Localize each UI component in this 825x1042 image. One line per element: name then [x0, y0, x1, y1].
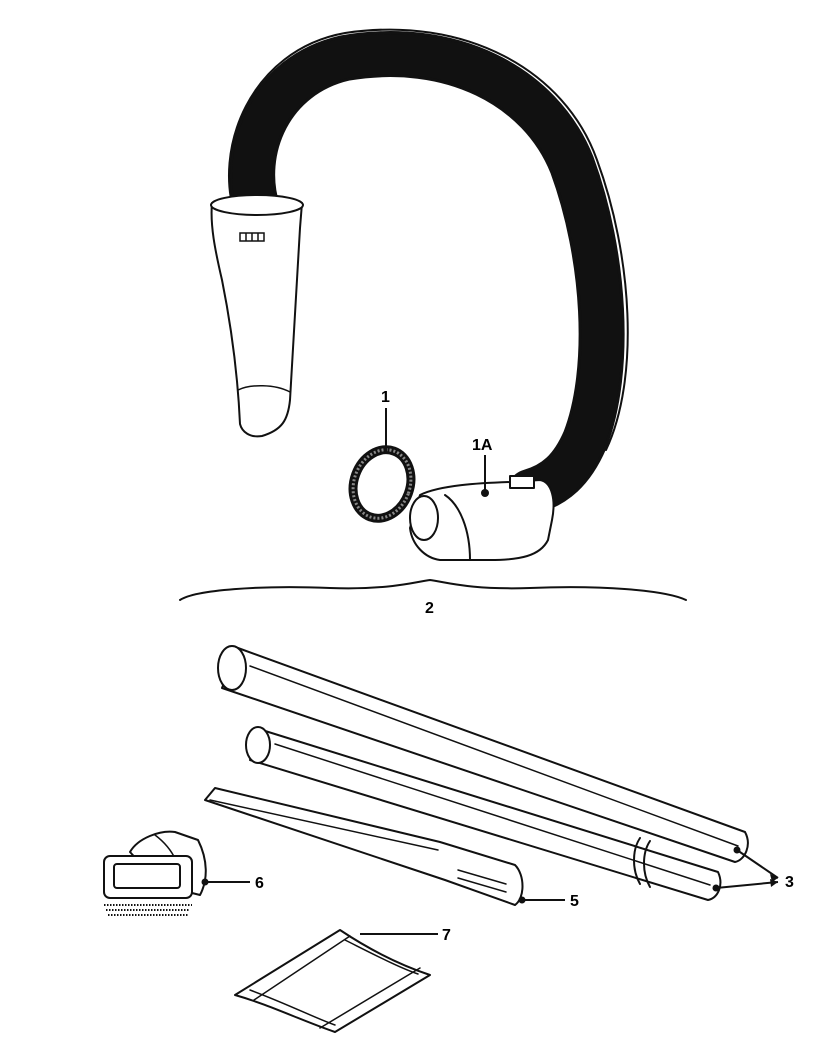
- label-1a: 1A: [472, 437, 493, 454]
- crevice-tool: [204, 787, 524, 906]
- extension-wand-upper: [217, 645, 749, 863]
- dusting-brush: [103, 830, 207, 916]
- leader-line-3a: [736, 849, 779, 879]
- label-1: 1: [381, 389, 390, 406]
- hose-handle: [210, 194, 304, 438]
- elbow-connector: [409, 475, 555, 561]
- filter-pad: [234, 929, 431, 1033]
- assembly-brace: [179, 579, 687, 601]
- label-6: 6: [255, 875, 264, 892]
- label-2: 2: [425, 600, 434, 617]
- flexible-hose: [228, 28, 629, 515]
- label-3: 3: [785, 874, 794, 891]
- label-5: 5: [570, 893, 579, 910]
- o-ring: [348, 445, 416, 523]
- label-7: 7: [442, 927, 451, 944]
- leader-line-3b: [715, 881, 779, 889]
- extension-wand-lower: [245, 726, 722, 901]
